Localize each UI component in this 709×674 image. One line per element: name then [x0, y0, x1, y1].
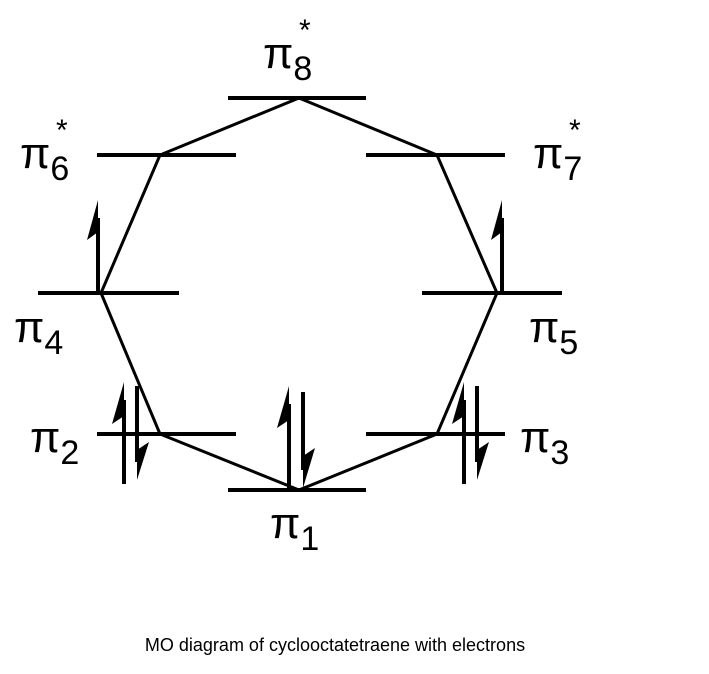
label-pi3: π3 — [520, 413, 570, 472]
label-pi8: π8* — [263, 14, 313, 88]
label-pi2: π2 — [30, 413, 80, 472]
label-pi1: π1 — [270, 499, 320, 558]
diagram-caption: MO diagram of cyclooctatetraene with ele… — [144, 635, 526, 655]
electron-up-arrow-pi4 — [87, 200, 100, 295]
electron-up-arrow-pi5 — [491, 200, 504, 295]
electron-pair-pi3 — [452, 382, 489, 484]
label-pi7: π7* — [533, 114, 583, 188]
label-pi5: π5 — [529, 303, 579, 362]
label-pi4: π4 — [14, 303, 64, 362]
electron-pair-pi2 — [112, 382, 149, 484]
label-pi6: π6* — [20, 114, 70, 188]
electron-pair-pi1 — [277, 386, 315, 488]
